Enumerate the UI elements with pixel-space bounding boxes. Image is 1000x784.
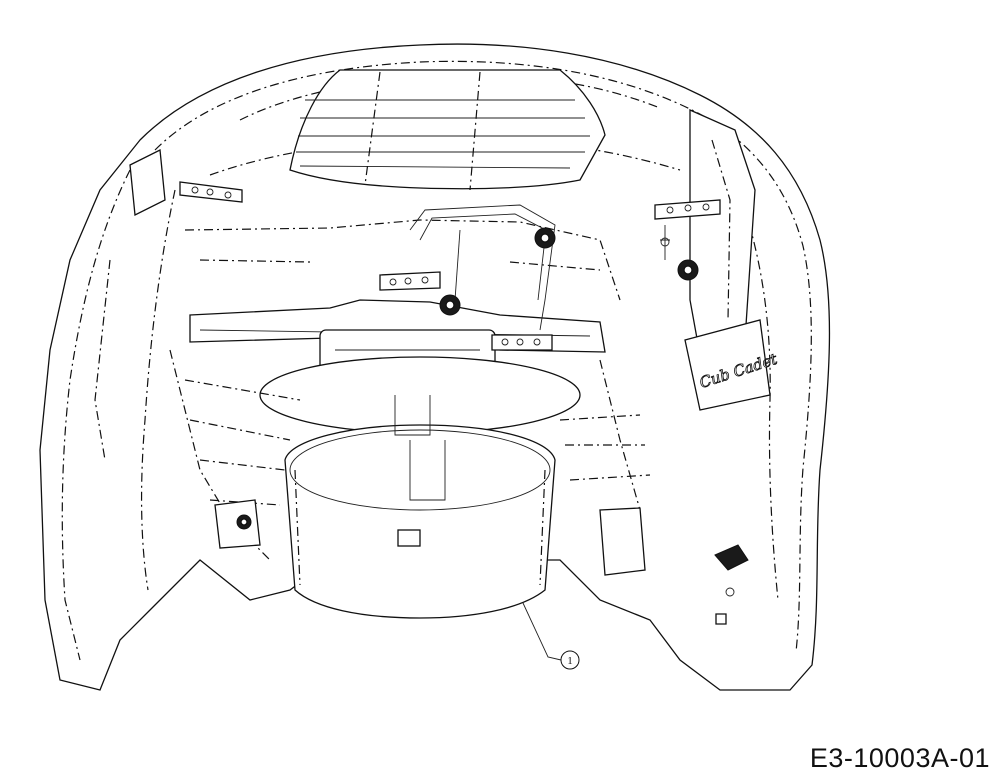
callout-1-label: 1 <box>567 655 573 667</box>
wire-loop <box>409 204 556 331</box>
hood-vent-grille <box>289 69 606 191</box>
callout-1: 1 <box>522 602 580 670</box>
mounting-plates <box>179 181 721 351</box>
drawing-code: E3-10003A-01 <box>809 743 990 773</box>
hood-side-details: Cub Cadet <box>94 108 781 461</box>
fan-shroud <box>259 356 581 619</box>
latch-knobs <box>236 225 749 625</box>
